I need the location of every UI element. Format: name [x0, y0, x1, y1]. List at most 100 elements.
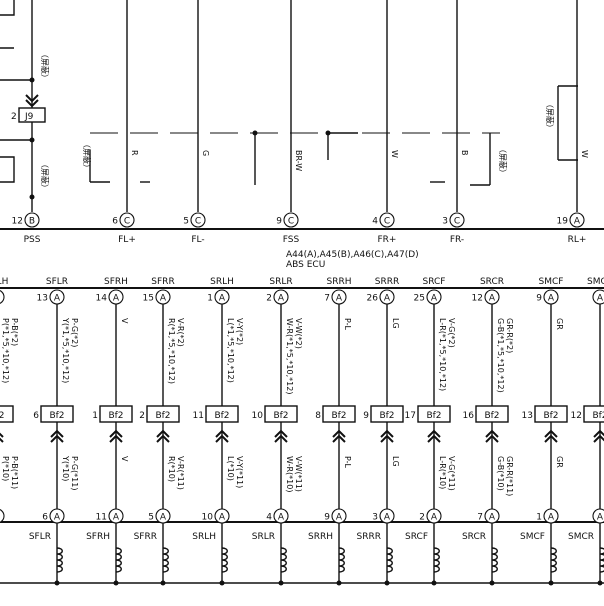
- bf2-label-4: Bf2: [214, 411, 229, 421]
- coil-label-11: SMCR: [568, 532, 594, 542]
- col-wire-top-7-0: LG: [391, 318, 400, 329]
- bf2-pin-4: 11: [193, 411, 204, 421]
- column-sflh: SFLHAP(*1,*5,*10,*12)P-B(*2)Bf2P(*10)P-B…: [0, 277, 19, 523]
- column-srlh: SRLHA1L(*1,*5,*10,*12)V-Y(*2)Bf211L(*10)…: [192, 277, 244, 586]
- col-wire-bot-6-0: P-L: [343, 456, 352, 469]
- top-pin-conn-5: C: [454, 217, 460, 227]
- col-wire-bot-10-0: GR: [555, 456, 564, 468]
- col-wire-top-8-0: L-R(*1,*5,*10,*12): [438, 318, 447, 391]
- svg-text:A: A: [336, 513, 343, 523]
- svg-text:A: A: [336, 294, 343, 304]
- bf2-pin-8: 17: [405, 411, 416, 421]
- col-top-pin-5: [273, 289, 289, 305]
- svg-text:A: A: [489, 513, 496, 523]
- col-top-pin-2: [108, 289, 124, 305]
- top-pin-num-2: 5: [183, 217, 189, 227]
- top-pin-circle-0: [24, 212, 40, 228]
- solenoid-coil-icon: [221, 547, 228, 573]
- bf2-label-6: Bf2: [331, 411, 346, 421]
- top-pin-conn-3: C: [288, 217, 294, 227]
- top-wire-color-6: W: [580, 150, 589, 158]
- solenoid-coil-icon: [162, 547, 169, 573]
- bf2-label-2: Bf2: [108, 411, 123, 421]
- coil-label-7: SRRR: [357, 532, 381, 542]
- j9-name: J9: [24, 112, 34, 122]
- column-sfrr: SFRRA15R(*1,*5,*10,*12)V-R(*2)Bf22R(*10)…: [134, 277, 185, 586]
- column-srcf: SRCFA25L-R(*1,*5,*10,*12)V-G(*2)Bf217L-R…: [405, 277, 456, 586]
- col-top-pin-7: [379, 289, 395, 305]
- col-name-2: SFRH: [104, 277, 128, 287]
- bf2-label-8: Bf2: [426, 411, 441, 421]
- col-top-pin-1: [49, 289, 65, 305]
- bf2-label-3: Bf2: [155, 411, 170, 421]
- top-pin-num-1: 6: [112, 217, 118, 227]
- col-top-pin-num-2: 14: [96, 294, 108, 304]
- bf2-pin-9: 16: [463, 411, 475, 421]
- col-top-pin-11: [592, 289, 604, 305]
- top-pin-name-5: FR-: [450, 235, 464, 245]
- col-wire-top-0-1: P-B(*2): [10, 318, 19, 346]
- top-pin-circle-1: [119, 212, 135, 228]
- shield-label-2: （屏蔽）: [40, 160, 50, 192]
- col-bot-pin-num-2: 11: [96, 513, 107, 523]
- col-wire-bot-1-0: Y(*10): [61, 455, 70, 481]
- coil-label-1: SFLR: [29, 532, 51, 542]
- solenoid-coil-icon: [491, 547, 498, 573]
- left-shield-group: （屏蔽） （屏蔽） J9 2: [0, 0, 50, 212]
- top-pin-num-4: 4: [372, 217, 378, 227]
- col-name-7: SRRR: [375, 277, 399, 287]
- svg-text:A: A: [431, 294, 438, 304]
- col-wire-bot-5-1: V-W(*11): [294, 456, 303, 492]
- top-wire-color-5: B: [460, 150, 469, 156]
- col-bot-pin-num-5: 4: [266, 513, 272, 523]
- col-name-10: SMCF: [539, 277, 564, 287]
- col-bot-pin-num-4: 10: [202, 513, 214, 523]
- bf2-box-8: [417, 405, 451, 423]
- col-wire-top-3-0: R(*1,*5,*10,*12): [167, 318, 176, 384]
- bf2-label-10: Bf2: [543, 411, 558, 421]
- col-wire-top-1-1: P-G(*2): [70, 318, 79, 347]
- col-top-pin-num-6: 7: [324, 294, 330, 304]
- col-bot-pin-6: [331, 508, 347, 524]
- col-wire-bot-9-0: G-B(*10): [496, 456, 505, 491]
- col-wire-top-0-0: P(*1,*5,*10,*12): [1, 318, 10, 383]
- top-pin-conn-2: C: [195, 217, 201, 227]
- bf2-box-10: [534, 405, 568, 423]
- col-wire-bot-5-0: W-R(*10): [285, 456, 294, 492]
- top-pins: B12PSSC6FL+RC5FL-GC9FSSBR-WC4FR+WC3FR-BA…: [12, 150, 589, 245]
- solenoid-coil-icon: [115, 547, 122, 573]
- bottom-columns: SFLHAP(*1,*5,*10,*12)P-B(*2)Bf2P(*10)P-B…: [0, 277, 604, 586]
- col-bot-pin-num-8: 2: [419, 513, 425, 523]
- top-pin-name-1: FL+: [118, 235, 136, 245]
- svg-text:A: A: [384, 294, 391, 304]
- top-pin-conn-6: A: [574, 217, 581, 227]
- col-wire-bot-8-1: V-G(*11): [447, 456, 456, 491]
- top-pin-circle-4: [379, 212, 395, 228]
- top-shields: （屏蔽） （屏蔽） （屏蔽）: [82, 85, 578, 186]
- col-bot-pin-num-7: 3: [372, 513, 378, 523]
- solenoid-coil-icon: [433, 547, 440, 573]
- col-bot-pin-3: [155, 508, 171, 524]
- top-pin-num-3: 9: [276, 217, 282, 227]
- bf2-label-11: Bf2: [592, 411, 604, 421]
- col-wire-bot-3-0: R(*10): [167, 456, 176, 482]
- col-top-pin-0: [0, 290, 5, 304]
- column-srlr: SRLRA2W-R(*1,*5,*10,*12)V-W(*2)Bf210W-R(…: [252, 277, 303, 586]
- col-wire-bot-4-1: V-Y(*11): [235, 456, 244, 488]
- col-name-11: SMCR: [587, 277, 604, 287]
- col-wire-top-10-0: GR: [555, 318, 564, 330]
- top-pin-circle-6: [569, 212, 585, 228]
- coil-label-6: SRRH: [308, 532, 333, 542]
- svg-text:A: A: [548, 294, 555, 304]
- col-wire-top-8-1: V-G(*2): [447, 318, 456, 348]
- ecu-label-line2: ABS ECU: [286, 260, 325, 270]
- col-bot-pin-num-10: 1: [536, 513, 542, 523]
- svg-text:A: A: [113, 513, 120, 523]
- col-top-pin-num-1: 13: [37, 294, 48, 304]
- col-wire-top-4-1: V-Y(*2): [235, 318, 244, 345]
- col-name-1: SFLR: [46, 277, 68, 287]
